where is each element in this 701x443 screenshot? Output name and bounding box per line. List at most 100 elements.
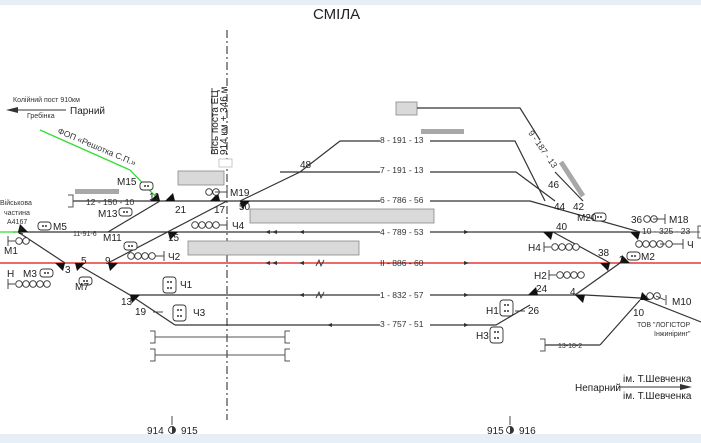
switch-number: 15 bbox=[168, 233, 180, 244]
crossover-11 bbox=[107, 200, 161, 233]
signal-label-m18: М18 bbox=[669, 215, 689, 226]
n2-lamp bbox=[570, 271, 578, 279]
m5-dot bbox=[42, 225, 44, 227]
ch4-lamp bbox=[212, 221, 220, 229]
platform bbox=[177, 170, 225, 186]
ch3-dot bbox=[180, 315, 182, 317]
km-post-2-right: 916 bbox=[519, 426, 536, 437]
ch3-dot bbox=[177, 315, 179, 317]
switch-mark bbox=[528, 287, 538, 295]
buffer-stop-icon bbox=[540, 338, 546, 352]
switch-mark bbox=[630, 232, 640, 240]
fop-siding-label: ФОП «Решотка С.П.» bbox=[56, 126, 138, 168]
platform bbox=[249, 208, 435, 224]
left-direction: Колійний пост 910км Гребінка Парний bbox=[6, 96, 105, 120]
track-arrow-left-icon bbox=[327, 323, 332, 327]
track-label-11: 11-91-6 bbox=[73, 231, 97, 238]
switch-mark bbox=[240, 201, 250, 209]
military-label-1: Військова bbox=[0, 199, 32, 207]
track-arrow-right-icon bbox=[464, 261, 469, 265]
crossover-4-2 bbox=[574, 262, 621, 296]
switch-number: 44 bbox=[554, 202, 566, 213]
insulated-joint-icon bbox=[315, 258, 325, 268]
switch-number: 2 bbox=[619, 255, 625, 266]
crossover-1-3 bbox=[17, 231, 66, 264]
fop-siding-green bbox=[39, 129, 161, 202]
right-direction-bottom: ім. Т.Шевченка bbox=[623, 391, 692, 402]
track-8-right bbox=[430, 140, 546, 202]
switch-number: 46 bbox=[548, 180, 560, 191]
signal-label-ch3: Ч3 bbox=[193, 308, 206, 319]
n-lamp bbox=[36, 280, 44, 288]
signal-label-m7: М7 bbox=[75, 282, 89, 293]
signal-marks bbox=[7, 181, 684, 344]
track-arrow-left-icon bbox=[299, 261, 304, 265]
switch-number: 36 bbox=[631, 215, 643, 226]
small-box bbox=[218, 158, 233, 168]
km-post-1-half-icon bbox=[172, 426, 176, 434]
switch-number: 40 bbox=[556, 222, 568, 233]
signal-label-n: Н bbox=[7, 269, 14, 280]
left-direction-bottom: Гребінка bbox=[27, 112, 55, 120]
km-post-2: 915 916 bbox=[487, 416, 536, 437]
m11-dot bbox=[128, 245, 130, 247]
signal-label-ch: Ч bbox=[687, 240, 694, 251]
signal-label-m2: М2 bbox=[641, 252, 655, 263]
m1-lamp bbox=[15, 237, 23, 245]
m19-lamp bbox=[205, 188, 213, 196]
ch1-dot bbox=[167, 287, 169, 289]
buffer-stop-icon bbox=[68, 194, 74, 208]
track-arrow-left-icon bbox=[265, 261, 270, 265]
track-label-3: 3 - 757 - 51 bbox=[380, 319, 424, 329]
station-title: СМІЛА bbox=[313, 6, 360, 23]
ch-lamp bbox=[665, 240, 673, 248]
n-lamp bbox=[22, 280, 30, 288]
n-lamp bbox=[29, 280, 37, 288]
signal-label-n2: Н2 bbox=[534, 271, 547, 282]
km-post-1-right: 915 bbox=[181, 426, 198, 437]
left-direction-top: Колійний пост 910км bbox=[13, 96, 80, 104]
n3-dot bbox=[497, 331, 499, 333]
buffer-stop-icon bbox=[150, 330, 156, 344]
buffer-stop-icon bbox=[284, 330, 290, 344]
ch1-dot bbox=[167, 281, 169, 283]
right-direction: Непарний ім. Т.Шевченка ім. Т.Шевченка bbox=[575, 374, 692, 402]
track-arrow-left-icon bbox=[265, 230, 270, 234]
track-arrow-left-icon bbox=[299, 293, 304, 297]
switch-number: 19 bbox=[135, 307, 147, 318]
signal-label-m15: М15 bbox=[117, 177, 137, 188]
switch-number: 21 bbox=[175, 205, 187, 216]
n4-lamp bbox=[558, 243, 566, 251]
track-label-12: 12 - 150 - 10 bbox=[86, 197, 134, 207]
m2-dwarf-icon bbox=[626, 251, 641, 261]
track-labels: 8 - 191 - 13 7 - 191 - 13 6 - 786 - 56 4… bbox=[73, 128, 690, 350]
track-label-8: 8 - 191 - 13 bbox=[380, 135, 424, 145]
switch-mark bbox=[75, 263, 85, 271]
n1-dot bbox=[507, 304, 509, 306]
signal-label-m5: М5 bbox=[53, 222, 67, 233]
track-label-9: 9 - 187 - 13 bbox=[526, 128, 559, 170]
track-9-upper bbox=[417, 107, 541, 141]
switch-number: 48 bbox=[300, 160, 312, 171]
crossover-9-17 bbox=[107, 200, 228, 264]
switch-number: 11 bbox=[149, 192, 160, 203]
n1-dot bbox=[504, 310, 506, 312]
right-arrow-icon bbox=[680, 384, 692, 390]
m7-dot bbox=[83, 280, 85, 282]
top-bar bbox=[0, 0, 701, 5]
n2-lamp bbox=[556, 271, 564, 279]
switch-mark bbox=[620, 255, 630, 263]
km-post-2-half-icon bbox=[510, 426, 514, 434]
m18-lamp bbox=[643, 215, 651, 223]
ch2-lamp bbox=[141, 252, 149, 260]
switch-mark bbox=[600, 263, 610, 271]
track-arrow-left-icon bbox=[272, 230, 277, 234]
track-arrow-left-icon bbox=[299, 230, 304, 234]
switch-number: 4 bbox=[570, 287, 576, 298]
insulated-joint-icon bbox=[315, 290, 325, 300]
track-arrow-right-icon bbox=[464, 293, 469, 297]
switch-number: 9 bbox=[105, 256, 111, 267]
signal-label-m10: М10 bbox=[672, 297, 692, 308]
switch-numbers: 1 3 5 9 11 13 15 17 19 21 48 50 46 44 42… bbox=[18, 160, 645, 319]
m3-dot bbox=[47, 272, 49, 274]
